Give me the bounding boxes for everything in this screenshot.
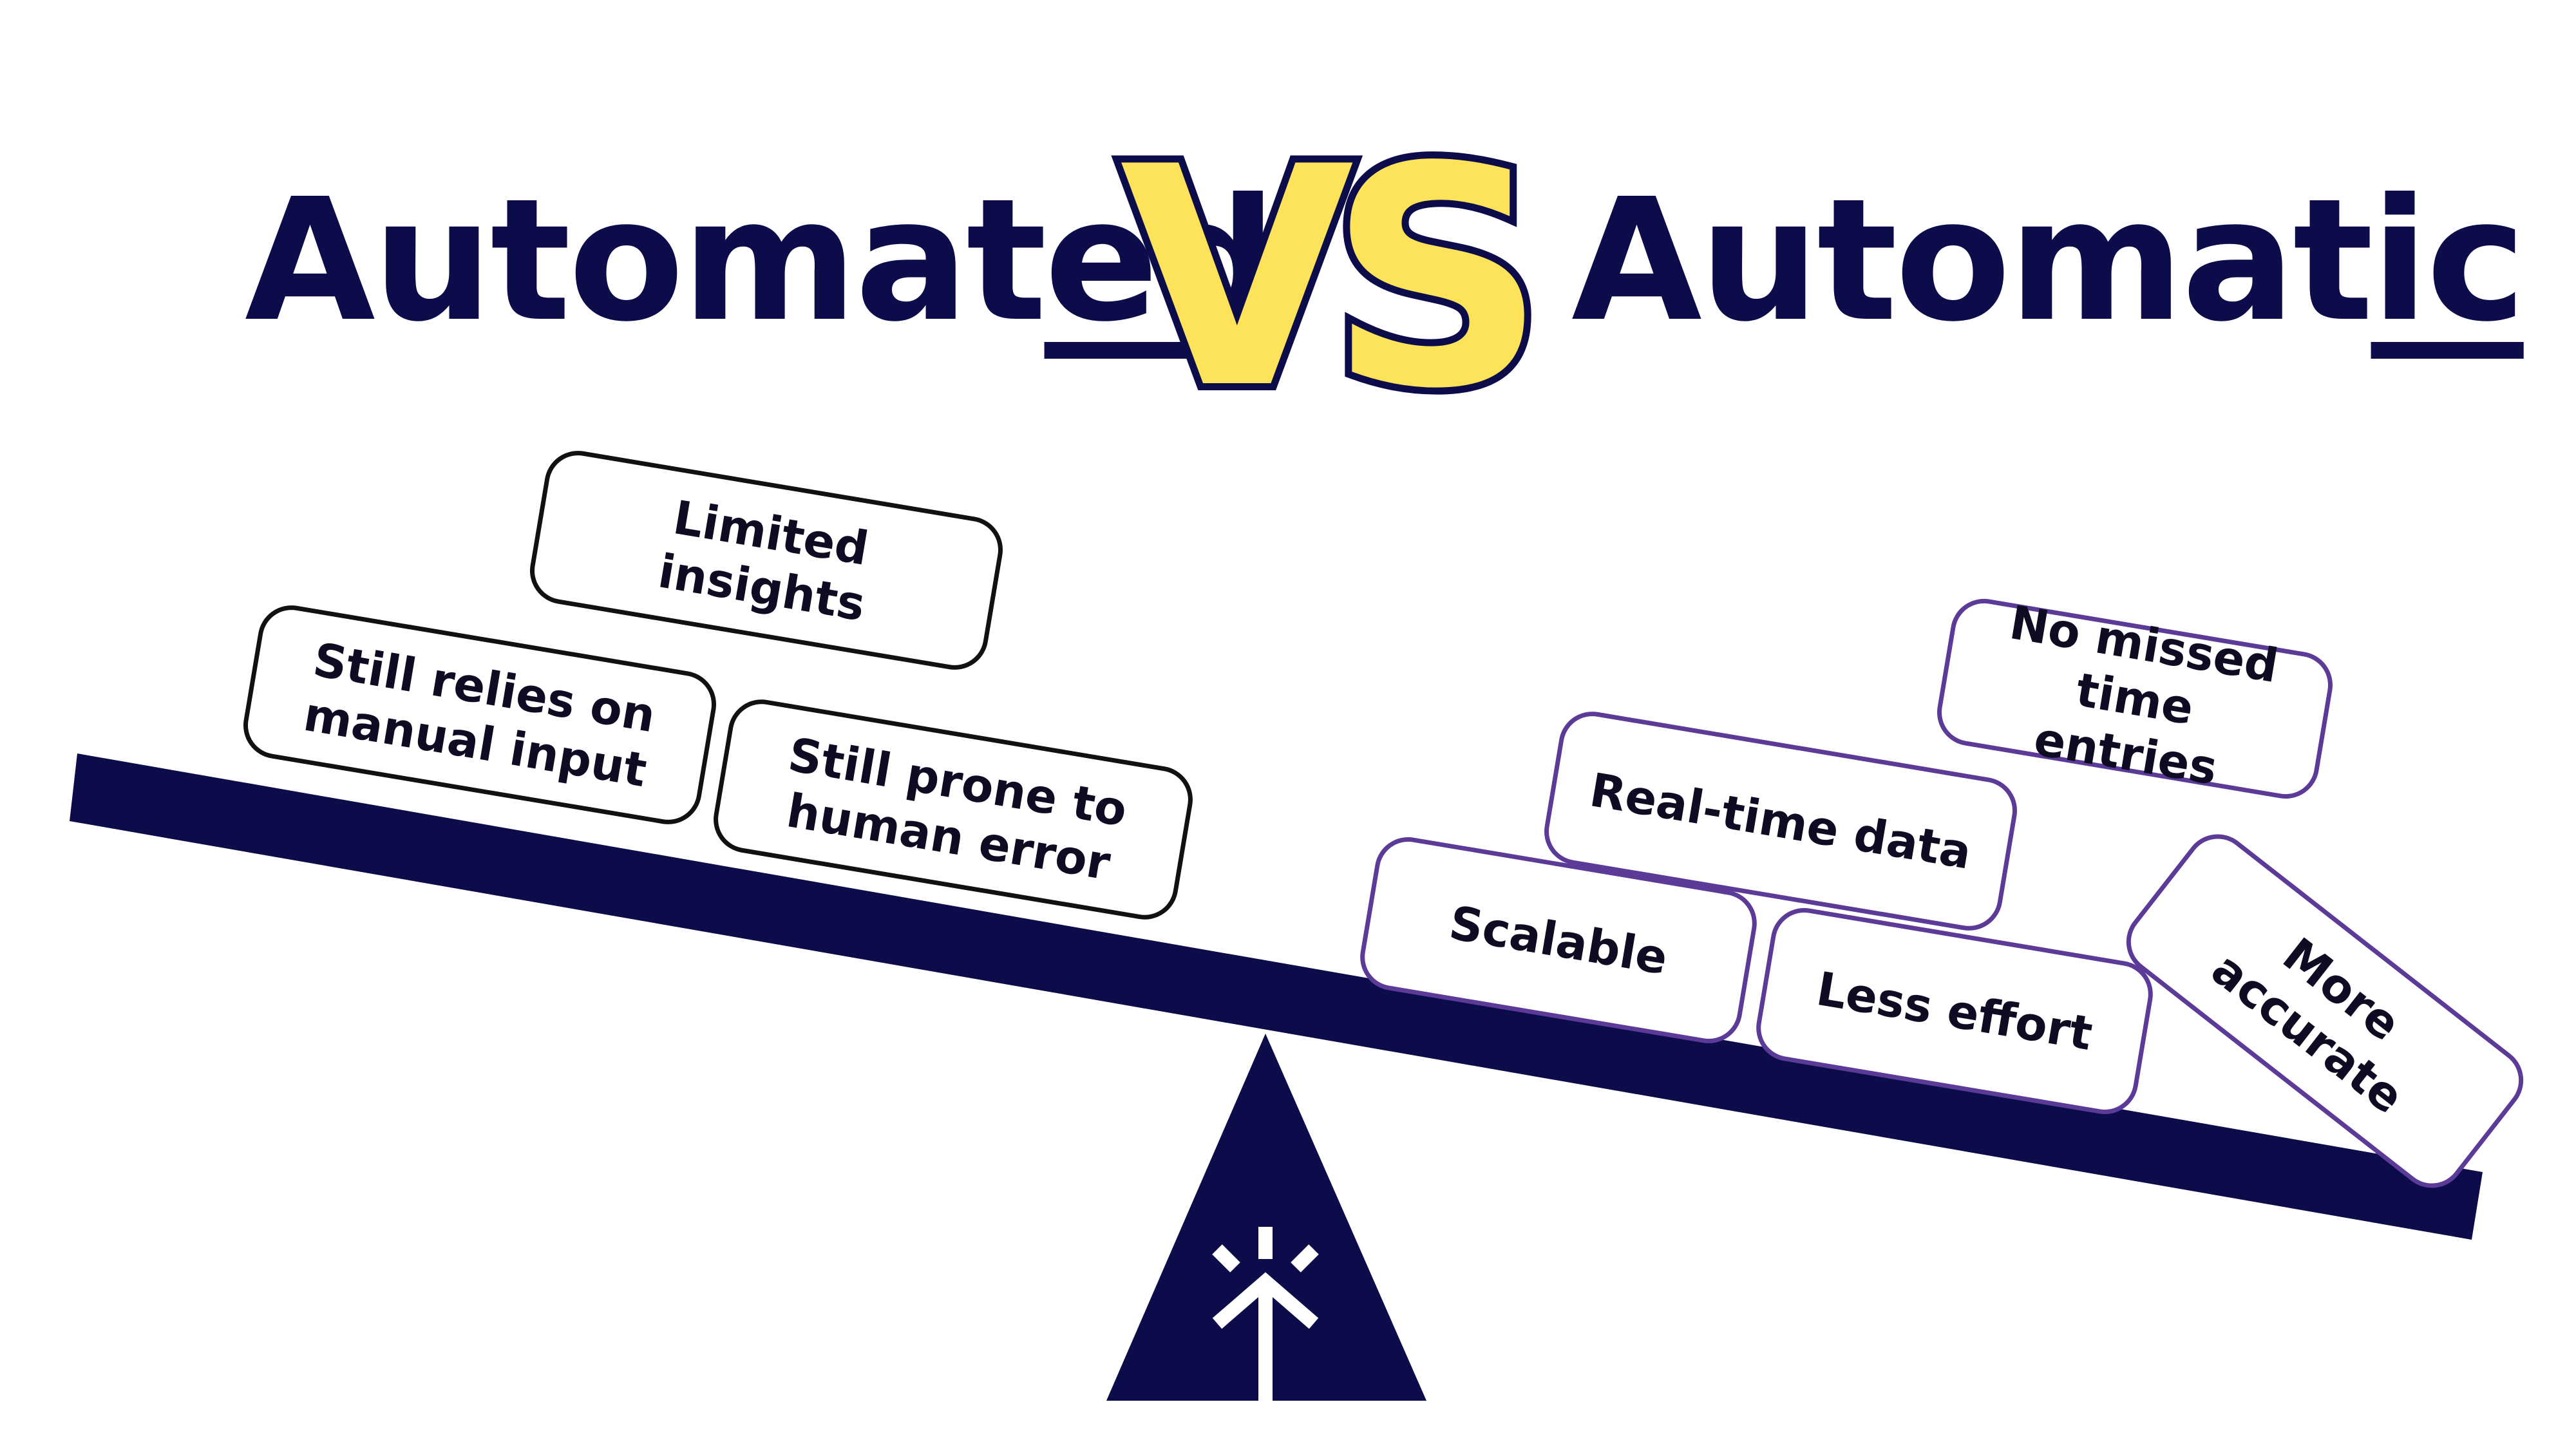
title-automatic-suffix: ic <box>2371 162 2526 359</box>
seesaw-fulcrum <box>1106 1034 1426 1401</box>
block-real-time-data-label: Real-time data <box>1586 762 1976 880</box>
arrow-up-sparkle-icon <box>1212 1227 1319 1401</box>
block-scalable-label: Scalable <box>1445 895 1672 985</box>
title-automatic: Automatic <box>1571 162 2526 359</box>
seesaw-board <box>70 753 2483 1240</box>
title-automated: Automated <box>245 162 1277 359</box>
block-less-effort-label: Less effort <box>1812 961 2096 1061</box>
title-automated-suffix: ed <box>1044 162 1277 359</box>
vs-label: VS <box>1113 126 1546 422</box>
title-automated-stem: Automat <box>245 162 1047 359</box>
vs-text: VS <box>1120 126 1527 422</box>
title-automatic-stem: Automat <box>1571 162 2374 359</box>
